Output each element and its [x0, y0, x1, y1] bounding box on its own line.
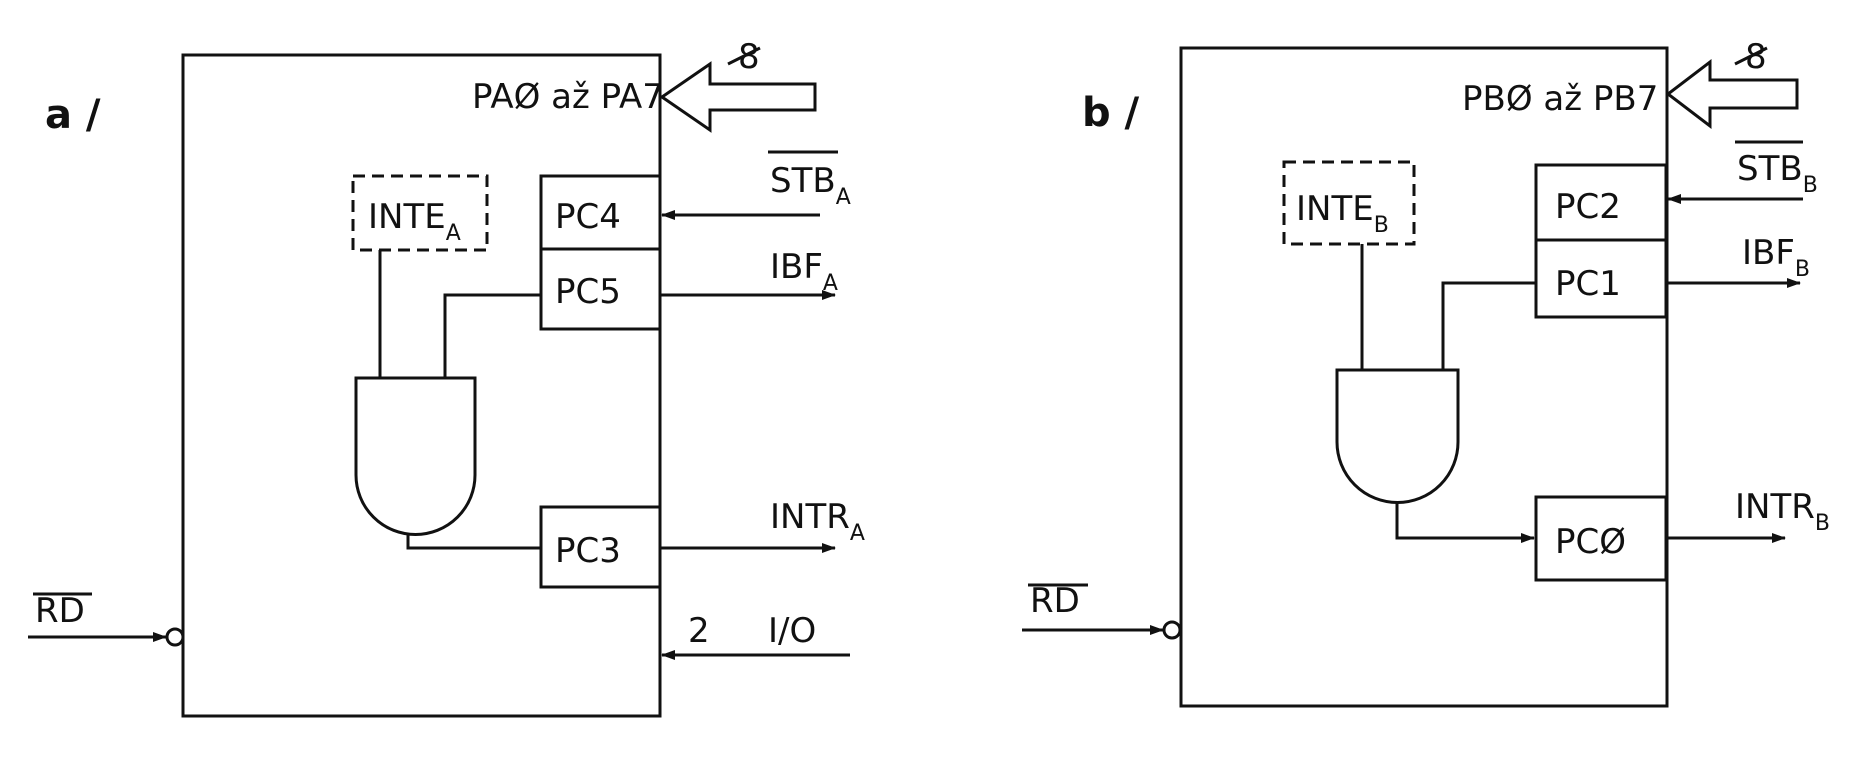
panel-b-pc1-box [1534, 238, 1668, 319]
panel-a-rd-bubble [165, 627, 185, 647]
panel-a: a / PAØ až PA7 8 INTEA PC4 PC5 PC3 STBA … [28, 37, 865, 718]
panel-a-bus-label: PAØ až PA7 [472, 77, 664, 117]
panel-a-block [181, 53, 662, 718]
panel-b-pc1-label: PC1 [1555, 264, 1621, 304]
panel-b-block [1179, 46, 1669, 708]
panel-a-pc5-box [539, 247, 662, 331]
panel-b-inte-label: INTEB [1296, 189, 1389, 238]
panel-b-wire-gate-pc0 [1395, 501, 1535, 543]
panel-a-intr-label: INTRA [770, 497, 865, 546]
panel-b-bus-label: PBØ až PB7 [1462, 79, 1658, 119]
panel-a-ibf-label: IBFA [770, 247, 838, 296]
panel-a-pc5-label: PC5 [555, 272, 621, 312]
panel-a-pc4-label: PC4 [555, 197, 621, 237]
panel-b-bus-arrow [1665, 58, 1799, 130]
panel-b-pc0-label: PCØ [1555, 522, 1626, 562]
panel-b-rd-bubble [1162, 620, 1182, 640]
panel-a-io-width: 2 [688, 611, 710, 651]
panel-a-bus-width: 8 [738, 37, 760, 77]
panel-b-and-gate [1335, 368, 1460, 504]
panel-b-intr-label: INTRB [1735, 487, 1830, 536]
panel-a-inte-label: INTEA [368, 197, 461, 246]
panel-a-label: a / [45, 92, 101, 138]
panel-b: b / PBØ až PB7 8 INTEB PC2 PC1 PCØ STBB … [1022, 37, 1830, 708]
panel-a-io-label: I/O [768, 611, 816, 651]
panel-a-wire-gate-pc3 [406, 533, 541, 550]
panel-b-stb-label: STBB [1737, 149, 1818, 198]
panel-a-inte-box [351, 174, 489, 252]
panel-b-rd-label: RD [1030, 581, 1080, 621]
panel-a-and-gate [354, 376, 477, 536]
panel-b-label: b / [1082, 90, 1140, 136]
panel-b-ibf-label: IBFB [1742, 233, 1810, 282]
panel-a-wire-pc5-gate [443, 293, 541, 378]
panel-b-pc2-label: PC2 [1555, 187, 1621, 227]
panel-a-bus-width-tick [727, 46, 761, 66]
panel-b-wire-pc1-gate [1441, 281, 1536, 370]
panel-a-stb-label: STBA [770, 161, 851, 210]
panel-a-rd-label: RD [35, 591, 85, 631]
panel-b-bus-width: 8 [1745, 37, 1767, 77]
panel-a-pc3-label: PC3 [555, 531, 621, 571]
panel-b-bus-width-tick [1734, 46, 1768, 66]
panel-b-inte-box [1282, 160, 1416, 246]
panel-a-bus-arrow [659, 61, 817, 133]
